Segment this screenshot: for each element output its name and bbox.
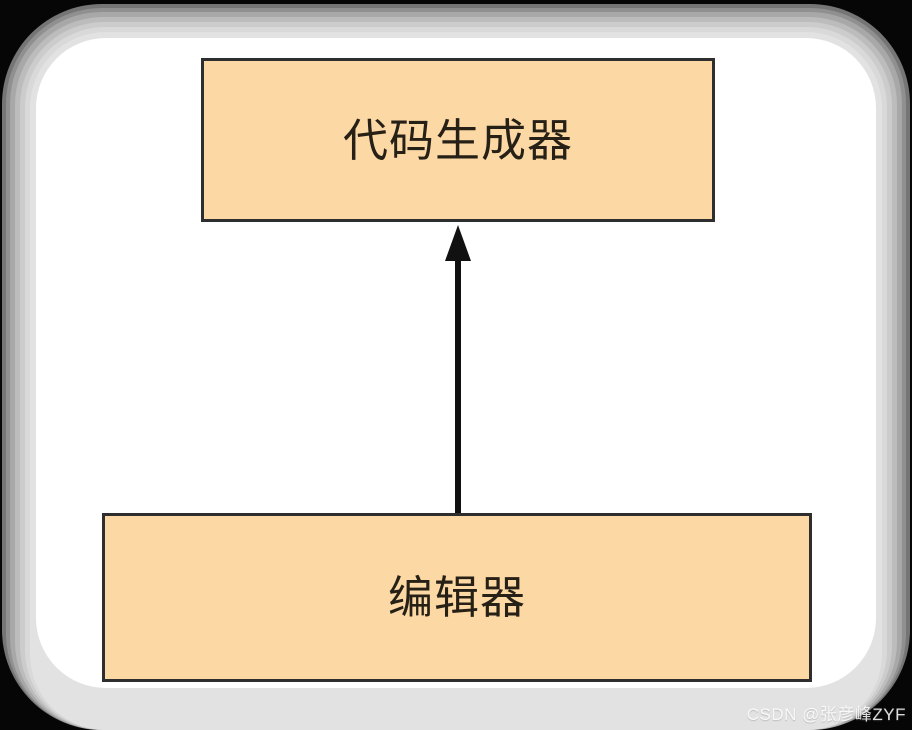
csdn-watermark: CSDN @张彦峰ZYF <box>746 705 906 724</box>
arrow-up-head <box>445 225 471 261</box>
node-code-generator-label: 代码生成器 <box>342 114 573 166</box>
node-editor: 编辑器 <box>102 513 812 682</box>
node-editor-label: 编辑器 <box>387 572 526 623</box>
arrow-shaft <box>455 257 461 513</box>
node-code-generator: 代码生成器 <box>201 58 715 222</box>
